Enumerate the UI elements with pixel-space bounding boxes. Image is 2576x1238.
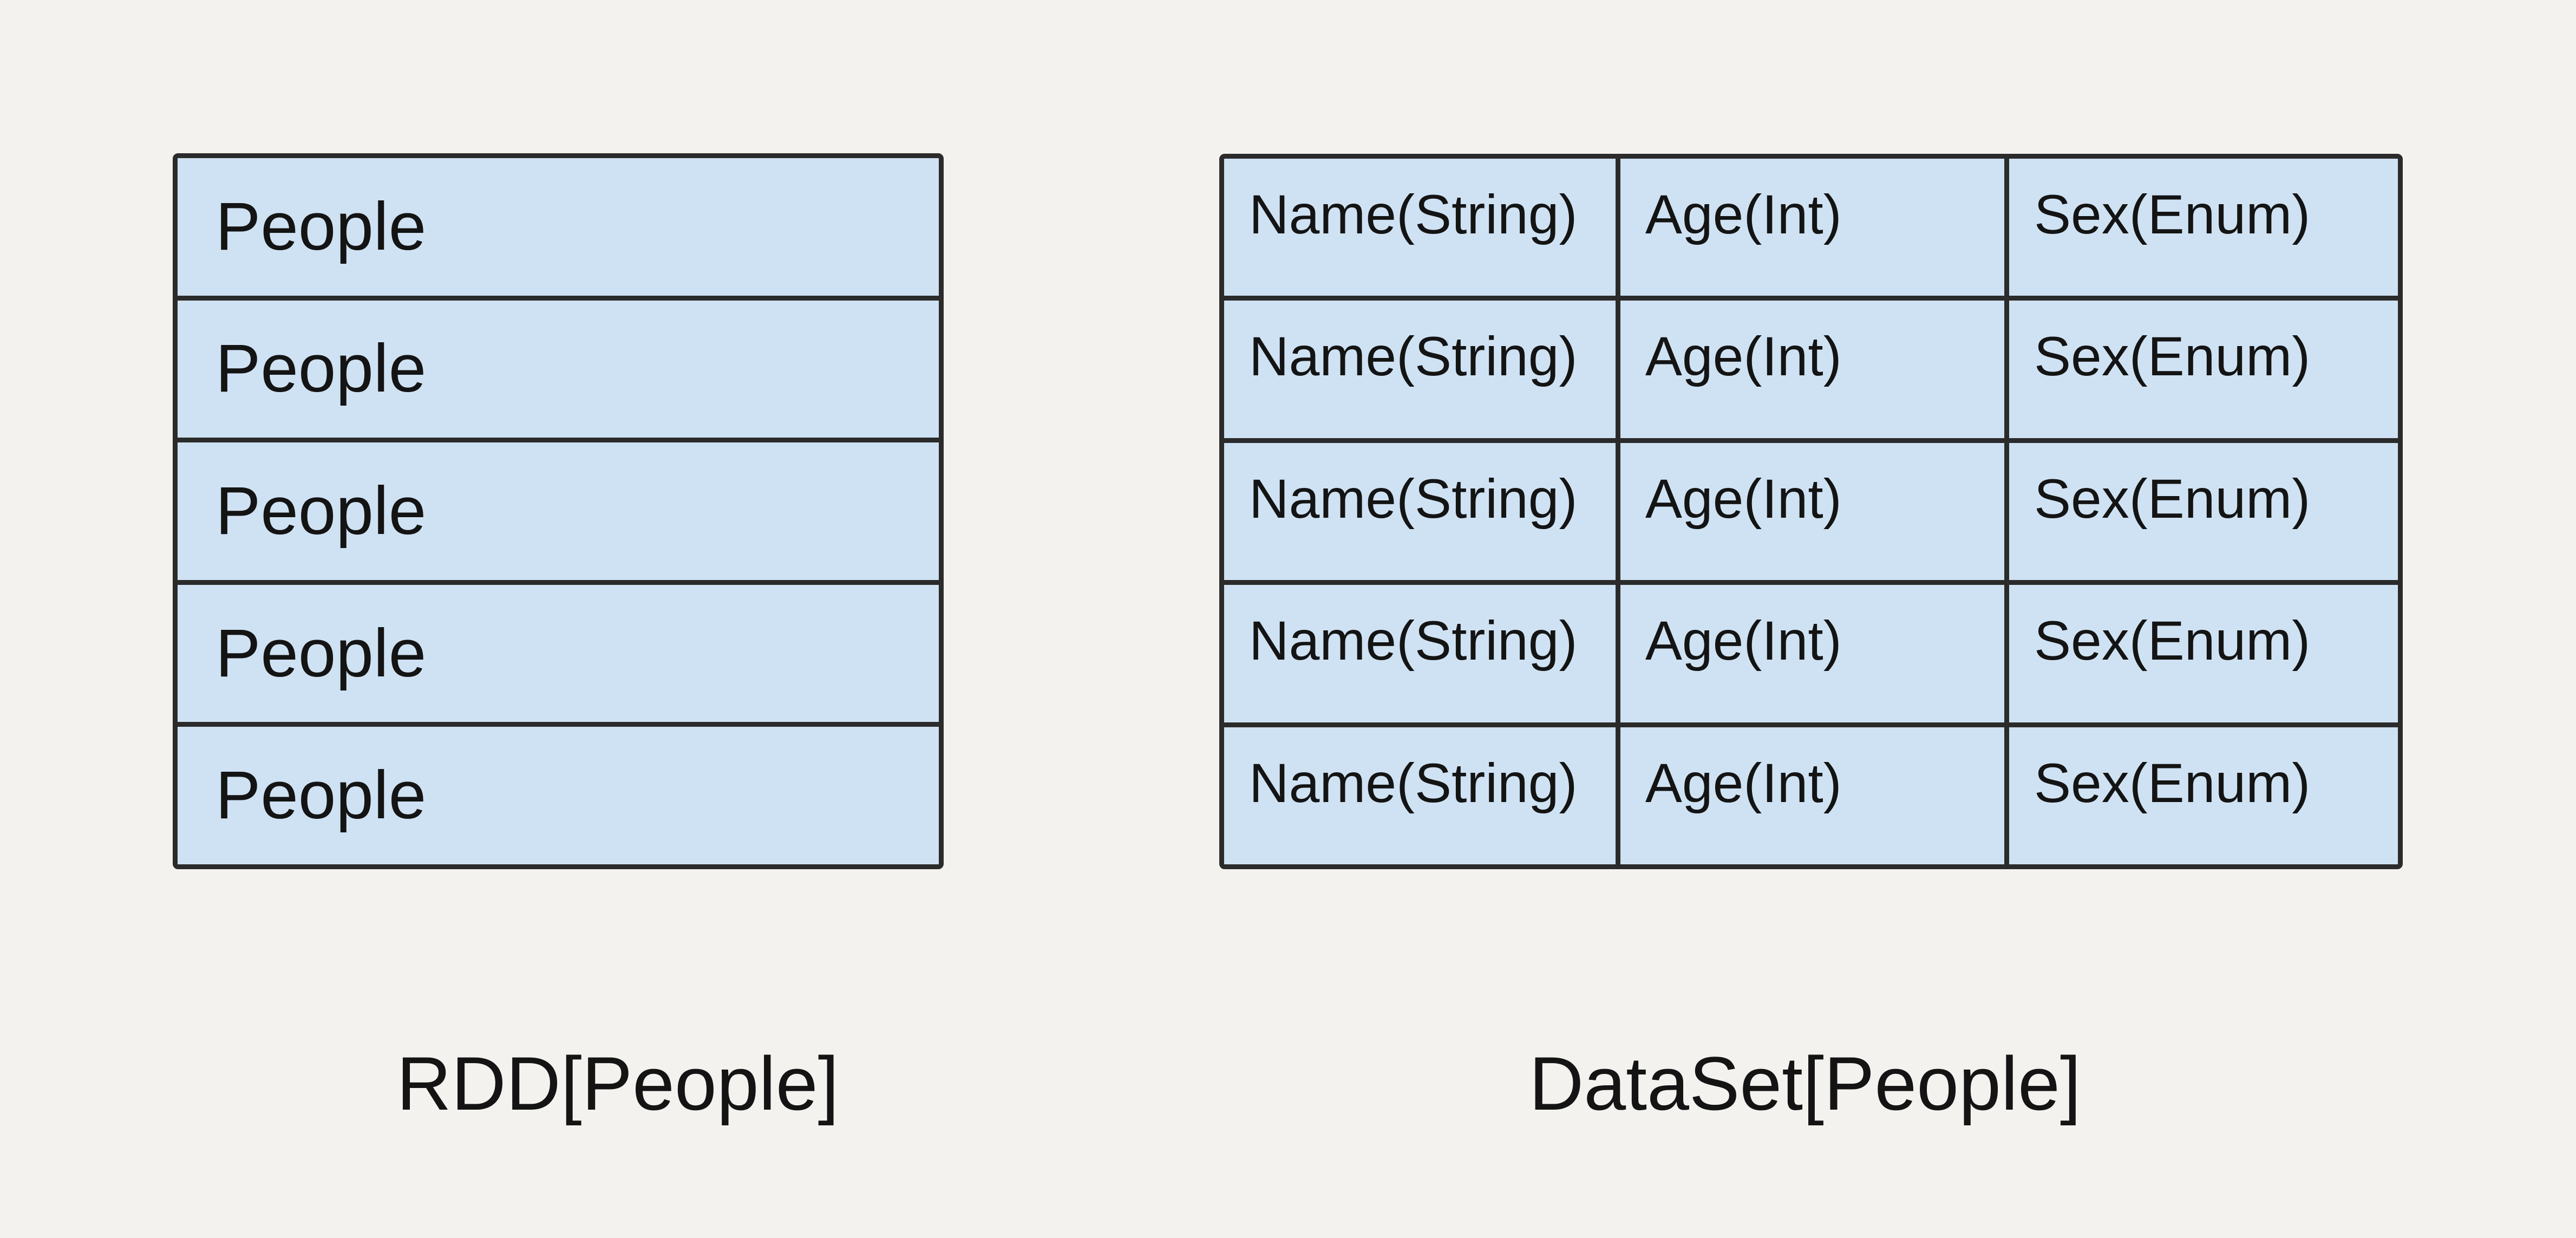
- dataset-cell-age: Age(Int): [1620, 727, 2005, 864]
- rdd-table-row: People: [178, 295, 939, 438]
- rdd-row-label: People: [215, 331, 427, 407]
- rdd-row-label: People: [215, 615, 427, 691]
- dataset-cell-age: Age(Int): [1620, 442, 2005, 581]
- dataset-cell-name: Name(String): [1224, 301, 1616, 438]
- rdd-row-label: People: [215, 473, 427, 549]
- dataset-cell-name: Name(String): [1224, 585, 1616, 722]
- rdd-row-label: People: [215, 758, 427, 833]
- rdd-table-row: People: [178, 722, 939, 864]
- dataset-cell-age: Age(Int): [1620, 585, 2005, 722]
- dataset-cell-age: Age(Int): [1620, 159, 2005, 296]
- dataset-cell-sex: Sex(Enum): [2009, 442, 2398, 581]
- dataset-caption: DataSet[People]: [1529, 1041, 2081, 1126]
- dataset-cell-name: Name(String): [1224, 442, 1616, 581]
- dataset-cell-sex: Sex(Enum): [2009, 159, 2398, 296]
- rdd-table-row: People: [178, 579, 939, 722]
- dataset-cell-sex: Sex(Enum): [2009, 301, 2398, 438]
- dataset-cell-age: Age(Int): [1620, 301, 2005, 438]
- rdd-caption: RDD[People]: [396, 1041, 839, 1126]
- rdd-row-label: People: [215, 188, 427, 264]
- rdd-table-row: People: [178, 438, 939, 580]
- rdd-table-row: People: [178, 158, 939, 296]
- rdd-table: People People People People People: [173, 153, 944, 869]
- dataset-cell-name: Name(String): [1224, 727, 1616, 864]
- dataset-cell-sex: Sex(Enum): [2009, 585, 2398, 722]
- dataset-cell-sex: Sex(Enum): [2009, 727, 2398, 864]
- dataset-table: Name(String) Age(Int) Sex(Enum) Name(Str…: [1219, 154, 2403, 869]
- dataset-cell-name: Name(String): [1224, 159, 1616, 296]
